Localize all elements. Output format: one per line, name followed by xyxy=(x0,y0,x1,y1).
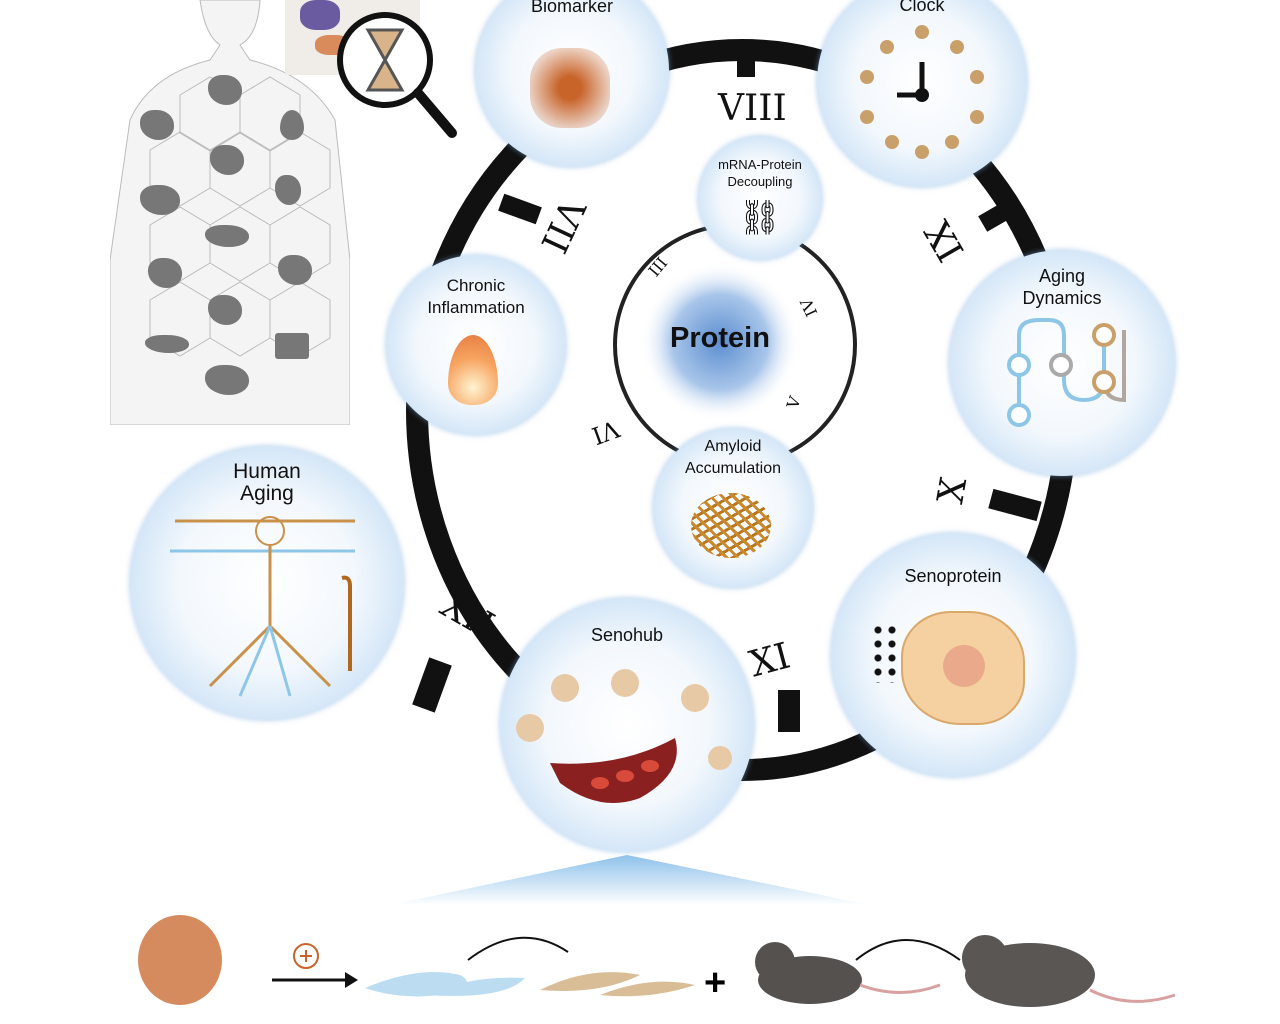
muscle-icon xyxy=(145,335,189,353)
broken-link-icon: ⛓ xyxy=(738,199,782,237)
skin-icon xyxy=(275,333,309,359)
senohub-bubble[interactable]: Senohub xyxy=(500,598,754,852)
aging-dynamics-bubble[interactable]: Aging Dynamics xyxy=(949,250,1175,476)
magnifier-hourglass-icon xyxy=(337,12,457,138)
senoprotein-bubble[interactable]: Senoprotein xyxy=(831,533,1075,777)
vitruvian-man-icon xyxy=(170,516,355,697)
senescent-cell-icon xyxy=(901,611,1025,725)
heart-icon xyxy=(208,75,242,105)
clock-icon xyxy=(860,25,984,159)
kidney-icon xyxy=(275,175,301,205)
tick-xi xyxy=(778,690,800,732)
aging-biomarker-label: Aging Biomarker xyxy=(530,0,614,16)
numeral-viii: VIII xyxy=(718,88,787,129)
stomach-icon xyxy=(278,255,312,285)
aging-clock-bubble[interactable]: Aging Clock xyxy=(817,0,1027,187)
aging-clock-label: Aging Clock xyxy=(899,0,945,15)
tick-x xyxy=(988,488,1042,522)
aging-dynamics-label: Aging Dynamics xyxy=(1022,266,1102,308)
senoprotein-label: Senoprotein xyxy=(904,566,1002,586)
protein-structure-icon xyxy=(530,48,610,128)
aging-biomarker-bubble[interactable]: Aging Biomarker xyxy=(475,0,669,167)
lungs-icon xyxy=(140,110,174,140)
flame-icon xyxy=(448,335,498,405)
protein-glow xyxy=(640,262,800,422)
mrna-protein-decoupling-bubble[interactable]: mRNA-Protein Decoupling ⛓ xyxy=(698,136,822,260)
senohub-label: Senohub xyxy=(590,625,664,645)
amyloid-accumulation-label: Amyloid Accumulation xyxy=(684,438,782,477)
tick-xii xyxy=(412,657,452,713)
liver-icon xyxy=(140,185,180,215)
heart-anatomical-icon xyxy=(210,145,244,175)
human-body-organ-panel xyxy=(110,0,350,425)
mrna-protein-decoupling-label: mRNA-Protein Decoupling xyxy=(718,157,802,189)
combine-plus-sign: + xyxy=(704,962,727,1004)
fat-cells-icon xyxy=(205,365,249,395)
chronic-inflammation-bubble[interactable]: Chronic Inflammation xyxy=(386,255,566,435)
tick-vii xyxy=(498,193,542,225)
intestine-icon xyxy=(208,295,242,325)
secreted-particles-icon xyxy=(871,623,901,683)
neuron-icon xyxy=(148,258,182,288)
dynamics-flow-icon xyxy=(1007,318,1126,427)
center-protein-label: Protein xyxy=(670,322,770,354)
human-aging-label: Human Aging xyxy=(233,460,301,505)
tick-ix xyxy=(978,196,1022,232)
senohub-vessel-organs-icon xyxy=(516,669,732,803)
pancreas-icon xyxy=(205,225,249,247)
human-aging-bubble[interactable]: Human Aging xyxy=(130,446,404,720)
amyloid-fibrils-icon xyxy=(691,493,771,558)
blood-drop-icon xyxy=(280,110,304,140)
tick-viii xyxy=(737,45,755,77)
amyloid-accumulation-bubble[interactable]: Amyloid Accumulation xyxy=(653,428,813,588)
chronic-inflammation-label: Chronic Inflammation xyxy=(427,276,525,317)
